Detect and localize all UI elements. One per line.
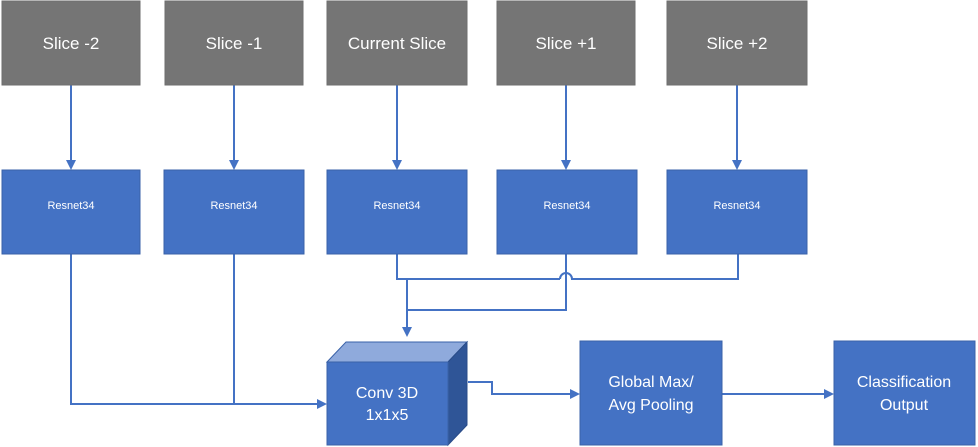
connector-encoder-current [396,254,560,280]
encoder-box-current [326,169,468,255]
encoder-label: Resnet34 [373,200,420,212]
slice-box-m2 [1,0,141,86]
encoder-box-p2 [666,169,808,255]
encoder-label: Resnet34 [713,200,760,212]
conv3d-block: Conv 3D 1x1x5 [325,340,469,447]
output-label-line1: Classification [857,374,951,391]
encoder-label: Resnet34 [47,200,94,212]
slice-label: Slice +2 [707,34,768,53]
encoder-box-m2 [1,169,141,255]
slice-to-encoder-connectors [66,85,742,170]
encoder-row: Resnet34 Resnet34 Resnet34 Resnet34 Resn… [1,169,808,255]
encoder-label: Resnet34 [210,200,257,212]
slice-box-p1 [496,0,636,86]
conv3d-cube-front [326,361,449,446]
slice-box-current [326,0,468,86]
slice-label: Slice +1 [536,34,597,53]
slice-box-p2 [666,0,808,86]
output-box [833,340,976,446]
slice-label: Slice -2 [43,34,100,53]
pooling-label-line2: Avg Pooling [608,397,693,414]
pooling-label-line1: Global Max/ [608,374,694,391]
connector-encoder-p2 [559,254,739,280]
connector-encoder-p1 [407,254,567,311]
conv3d-label-line1: Conv 3D [356,385,418,402]
encoder-to-conv-connectors [70,254,739,409]
slice-label: Current Slice [348,34,446,53]
conv3d-cube-top [325,341,469,363]
connector-encoder-m2 [70,254,327,409]
output-block: Classification Output [833,340,976,446]
slice-row: Slice -2 Slice -1 Current Slice Slice +1… [1,0,808,86]
encoder-box-m1 [163,169,305,255]
encoder-label: Resnet34 [543,200,590,212]
pooling-box [579,340,723,446]
pooling-block: Global Max/ Avg Pooling [579,340,723,446]
head-connectors [468,381,834,399]
connector-conv-to-pooling [468,381,580,399]
output-label-line2: Output [880,397,929,414]
conv3d-label-line2: 1x1x5 [366,407,409,424]
slice-label: Slice -1 [206,34,263,53]
encoder-box-p1 [496,169,638,255]
slice-box-m1 [164,0,304,86]
